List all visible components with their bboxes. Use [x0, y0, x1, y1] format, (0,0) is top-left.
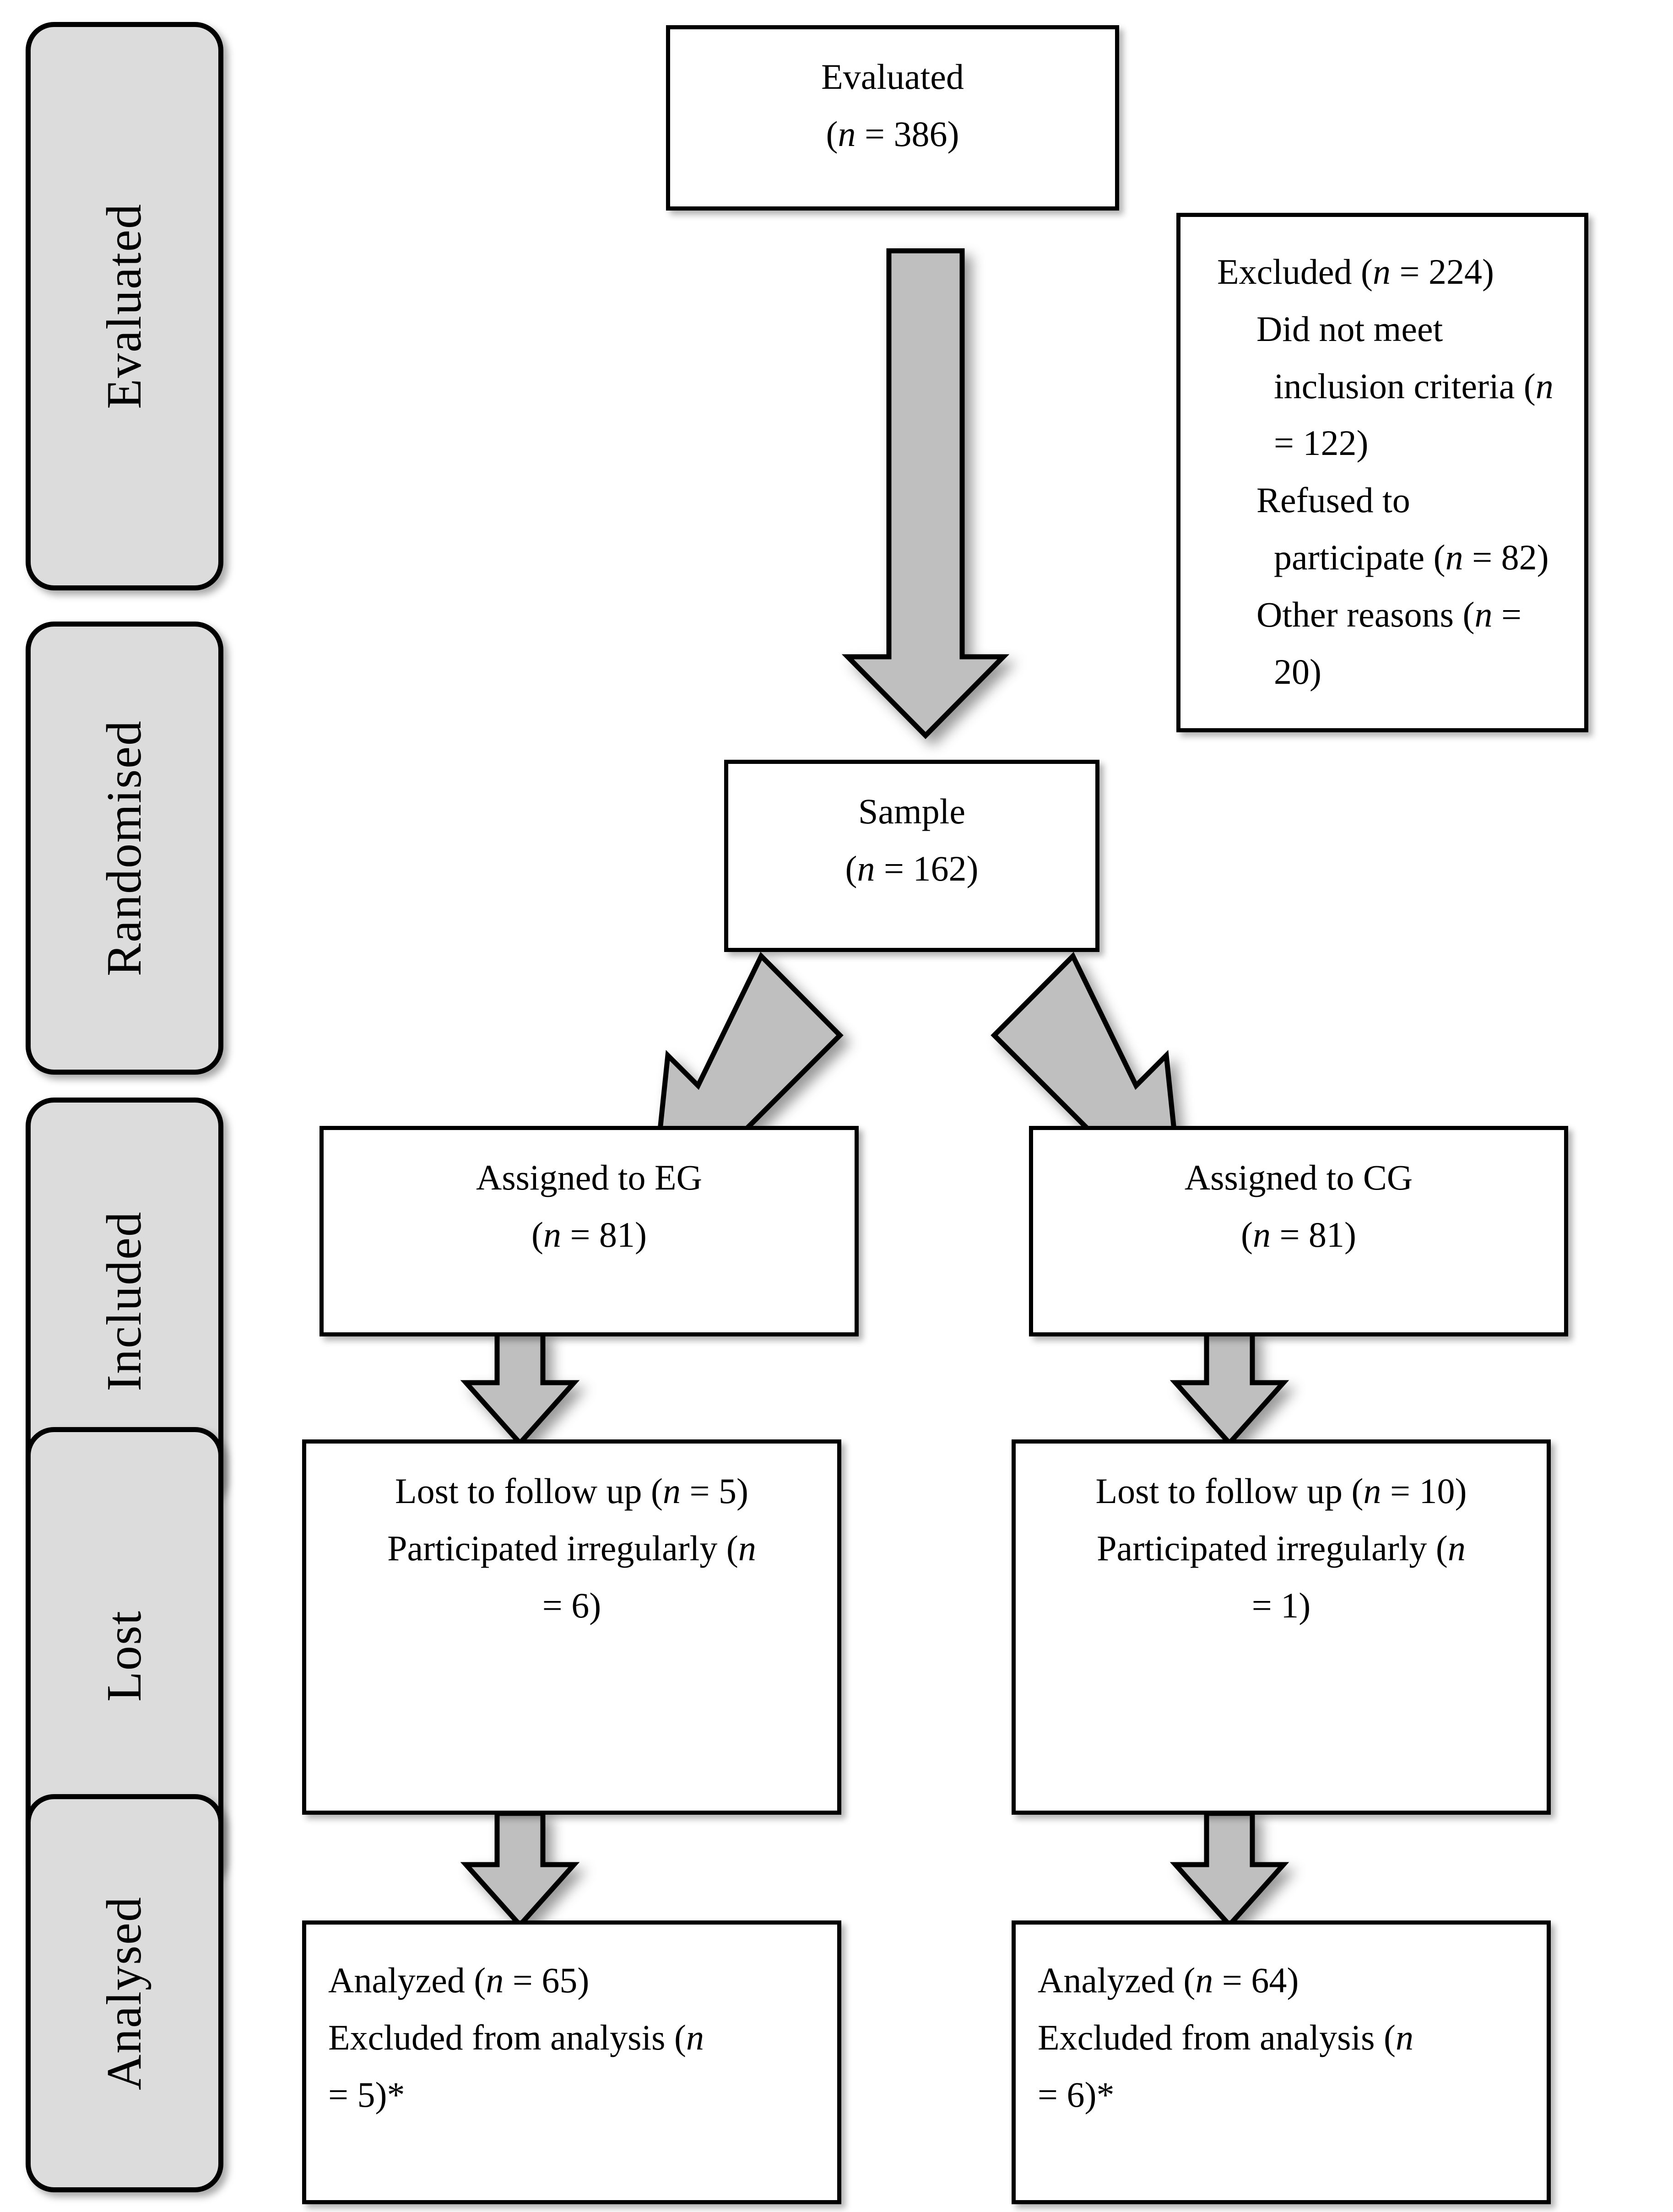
- box-lost-cg-line: = 1): [1251, 1585, 1311, 1625]
- box-analysed-cg: Analyzed (n = 64) Excluded from analysis…: [1012, 1920, 1551, 2204]
- box-excluded-line: 20): [1274, 651, 1321, 692]
- box-analysed-cg-line: Analyzed (n = 64): [1038, 1960, 1299, 2000]
- arrow-lost-cg-to-analysed: [1169, 1811, 1289, 1929]
- box-excluded: Excluded (n = 224) Did not meet inclusio…: [1176, 213, 1588, 732]
- box-assigned-eg-count: (n = 81): [531, 1214, 647, 1255]
- stage-label-evaluated: Evaluated: [97, 203, 152, 409]
- box-assigned-eg: Assigned to EG (n = 81): [319, 1126, 859, 1336]
- box-assigned-cg-count: (n = 81): [1241, 1214, 1356, 1255]
- box-lost-cg: Lost to follow up (n = 10) Participated …: [1012, 1439, 1551, 1815]
- box-analysed-cg-line: Excluded from analysis (n: [1038, 2017, 1413, 2057]
- box-lost-cg-line: Lost to follow up (n = 10): [1095, 1471, 1467, 1511]
- arrow-lost-eg-to-analysed: [460, 1811, 580, 1929]
- box-lost-eg-line: = 6): [542, 1585, 601, 1625]
- arrow-eg-to-lost: [460, 1330, 580, 1447]
- box-sample-title: Sample: [858, 791, 965, 831]
- stage-label-randomised: Randomised: [97, 720, 152, 976]
- box-excluded-line: participate (n = 82): [1274, 537, 1549, 577]
- arrow-cg-to-lost: [1169, 1330, 1289, 1447]
- arrow-evaluated-to-sample: [841, 248, 1010, 739]
- box-evaluated: Evaluated (n = 386): [666, 25, 1119, 211]
- box-evaluated-count: (n = 386): [826, 114, 959, 154]
- box-lost-eg-line: Participated irregularly (n: [387, 1528, 756, 1568]
- box-analysed-eg-line: = 5)*: [328, 2074, 405, 2115]
- box-excluded-line: Refused to: [1256, 480, 1410, 520]
- stage-label-analysed: Analysed: [97, 1896, 152, 2090]
- stage-panel-randomised: Randomised: [26, 622, 223, 1075]
- box-analysed-cg-line: = 6)*: [1038, 2074, 1115, 2115]
- stage-label-included: Included: [97, 1211, 152, 1391]
- box-lost-eg: Lost to follow up (n = 5) Participated i…: [302, 1439, 841, 1815]
- box-assigned-cg-title: Assigned to CG: [1184, 1157, 1413, 1197]
- box-analysed-eg-line: Excluded from analysis (n: [328, 2017, 704, 2057]
- box-evaluated-title: Evaluated: [821, 57, 964, 97]
- stage-label-lost: Lost: [97, 1610, 152, 1702]
- box-lost-cg-line: Participated irregularly (n: [1097, 1528, 1466, 1568]
- box-assigned-eg-title: Assigned to EG: [476, 1157, 702, 1197]
- stage-panel-analysed: Analysed: [26, 1794, 223, 2192]
- box-analysed-eg-line: Analyzed (n = 65): [328, 1960, 590, 2000]
- box-sample: Sample (n = 162): [724, 760, 1099, 952]
- box-analysed-eg: Analyzed (n = 65) Excluded from analysis…: [302, 1920, 841, 2204]
- box-excluded-line: = 122): [1274, 423, 1369, 463]
- box-sample-count: (n = 162): [845, 848, 979, 888]
- box-lost-eg-line: Lost to follow up (n = 5): [395, 1471, 748, 1511]
- box-excluded-line: Other reasons (n =: [1256, 594, 1521, 634]
- stage-panel-evaluated: Evaluated: [26, 22, 223, 590]
- box-excluded-line: inclusion criteria (n: [1274, 366, 1554, 406]
- box-assigned-cg: Assigned to CG (n = 81): [1029, 1126, 1568, 1336]
- box-excluded-line: Did not meet: [1256, 308, 1443, 349]
- box-excluded-line: Excluded (n = 224): [1217, 252, 1494, 292]
